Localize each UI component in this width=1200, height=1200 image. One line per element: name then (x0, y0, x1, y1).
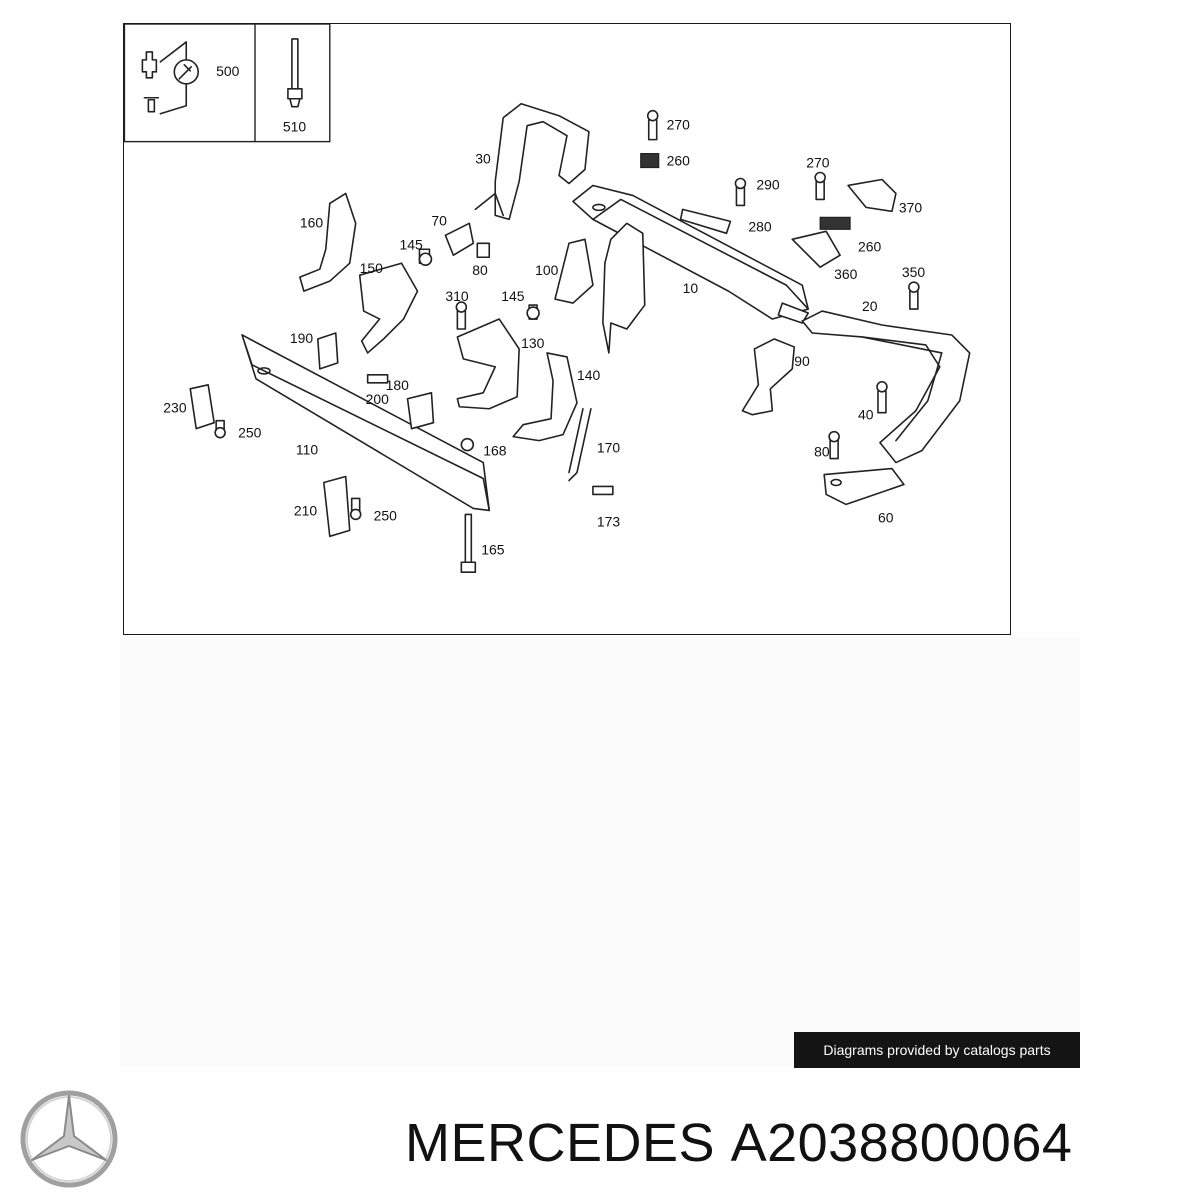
callout-10: 10 (683, 280, 699, 296)
rivet-tool-inset (141, 41, 200, 115)
callout-labels: 500 510 30 270 260 270 290 370 160 70 14… (163, 63, 925, 557)
callout-150: 150 (360, 260, 384, 276)
callout-280: 280 (748, 218, 772, 234)
callout-173: 173 (597, 513, 621, 529)
brand-part-heading: MERCEDES A2038800064 (405, 1108, 1190, 1178)
callout-260: 260 (858, 238, 882, 254)
callout-165: 165 (481, 541, 505, 557)
callout-20: 20 (862, 298, 878, 314)
mercedes-star-logo-icon (20, 1090, 118, 1188)
callout-168: 168 (483, 443, 507, 459)
callout-510: 510 (283, 119, 307, 135)
callout-250: 250 (374, 507, 398, 523)
callout-30: 30 (475, 151, 491, 167)
callout-350: 350 (902, 264, 926, 280)
callout-180: 180 (386, 377, 410, 393)
callout-210: 210 (294, 502, 318, 518)
callout-40: 40 (858, 407, 874, 423)
upper-support-bracket (474, 102, 590, 221)
background-panel (120, 637, 1080, 1067)
fastener-inset-box (124, 24, 331, 143)
left-support-bracket (299, 192, 419, 354)
upper-crossmember (572, 184, 810, 324)
parts-diagram: 500 510 30 270 260 270 290 370 160 70 14… (123, 23, 1011, 635)
callout-80: 80 (814, 444, 830, 460)
mid-lower-bracket (456, 318, 578, 442)
callout-260: 260 (667, 153, 691, 169)
brand-name: MERCEDES (405, 1113, 716, 1173)
callout-370: 370 (899, 199, 923, 215)
long-bolt-inset (287, 38, 303, 108)
callout-250: 250 (238, 425, 262, 441)
callout-60: 60 (878, 509, 894, 525)
center-vertical-bracket (554, 222, 646, 354)
callout-290: 290 (756, 176, 780, 192)
callout-80: 80 (472, 262, 488, 278)
right-lower-bracket (741, 338, 796, 416)
right-side-member (801, 310, 971, 506)
callout-145: 145 (501, 288, 525, 304)
callout-110: 110 (296, 442, 318, 458)
parts-diagram-drawing: 500 510 30 270 260 270 290 370 160 70 14… (124, 24, 971, 573)
callout-190: 190 (290, 330, 314, 346)
callout-160: 160 (300, 214, 324, 230)
small-fasteners (189, 109, 920, 573)
callout-100: 100 (535, 262, 559, 278)
callout-130: 130 (521, 335, 545, 351)
credit-banner: Diagrams provided by catalogs parts (794, 1032, 1080, 1068)
callout-500: 500 (216, 63, 240, 79)
callout-270: 270 (667, 117, 691, 133)
callout-145: 145 (400, 236, 424, 252)
callout-140: 140 (577, 367, 601, 383)
callout-200: 200 (366, 391, 390, 407)
callout-270: 270 (806, 155, 830, 171)
callout-70: 70 (431, 212, 447, 228)
callout-230: 230 (163, 400, 187, 416)
front-bumper-beam (241, 334, 491, 512)
callout-360: 360 (834, 266, 858, 282)
callout-310: 310 (445, 288, 469, 304)
part-number: A2038800064 (730, 1113, 1073, 1173)
callout-90: 90 (794, 353, 810, 369)
callout-170: 170 (597, 440, 621, 456)
